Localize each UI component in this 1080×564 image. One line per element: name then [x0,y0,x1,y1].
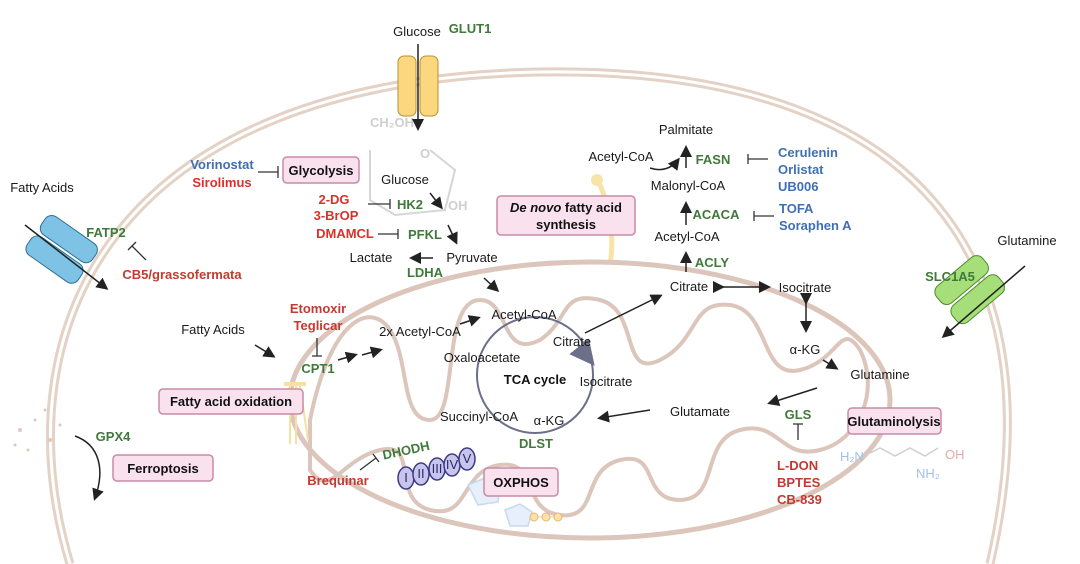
complex-II-icon [412,462,430,486]
complex-label: IV [446,457,459,472]
slc1a5-label: SLC1A5 [925,269,975,284]
oxphos-box [483,467,559,497]
sugar-o: O [420,146,430,161]
orlistat-inhibitor: Orlistat [778,162,824,177]
fatp2-label: FATP2 [86,225,126,240]
ub006-inhibitor: UB006 [778,179,818,194]
complex-label: V [463,451,472,466]
glycolysis-box [282,156,360,184]
ferroptosis-box [112,454,214,482]
nh2-label: NH₂ [916,466,940,481]
bptes-inhibitor: BPTES [777,475,821,490]
gls-label: GLS [785,407,812,422]
citrate-cytosol-label: Citrate [670,279,708,294]
complex-label: I [404,470,408,485]
2dg-inhibitor: 2-DG [318,192,349,207]
acly-label: ACLY [695,255,730,270]
acetyl-coa-mito-label: Acetyl-CoA [491,307,556,322]
hk2-label: HK2 [397,197,423,212]
glucose-structure [369,149,457,217]
sirolimus-inhibitor: Sirolimus [192,175,251,190]
de-novo-label-line2: synthesis [536,217,596,232]
glutamine-cytosol-label: Glutamine [850,367,909,382]
acetyl-coa-fasn-label: Acetyl-CoA [588,149,653,164]
tofa-inhibitor: TOFA [779,201,814,216]
teglicar-inhibitor: Teglicar [294,318,343,333]
two-acetyl-coa-label: 2x Acetyl-CoA [379,324,461,339]
isocitrate-mito-label: Isocitrate [580,374,633,389]
tca-cycle-circle [476,316,594,434]
fatty-acids-inside: Fatty Acids [181,322,245,337]
malonyl-coa-label: Malonyl-CoA [651,178,726,193]
tca-cycle-label: TCA cycle [504,372,566,387]
akg-mito-label: α-KG [534,413,565,428]
cristae [308,296,870,518]
de-novo-label-line1: De novo fatty acid [510,200,622,215]
glutaminolysis-box [847,407,942,435]
pyruvate-label: Pyruvate [446,250,497,265]
gpx4-label: GPX4 [96,429,131,444]
complex-label: II [417,466,424,481]
soraphen-a-inhibitor: Soraphen A [779,218,852,233]
sugar-ch2oh: CH₂OH [370,115,414,130]
complex-label: III [432,461,443,476]
citrate-mito-label: Citrate [553,334,591,349]
akg-cytosol-label: α-KG [790,342,821,357]
sugar-oh: OH [448,198,468,213]
de-novo-fatty-acid-synthesis-box [496,195,636,236]
glycolysis-label: Glycolysis [288,163,353,178]
glucose-inside: Glucose [381,172,429,187]
fasn-label: FASN [696,152,731,167]
glut1-transporter-icon [397,55,417,117]
glutamate-label: Glutamate [670,404,730,419]
palmitate-label: Palmitate [659,122,713,137]
acetyl-coa-label: Acetyl-CoA [654,229,719,244]
cerulenin-inhibitor: Cerulenin [778,145,838,160]
ruptured-membrane-icon [13,408,62,452]
isocitrate-cytosol-label: Isocitrate [779,280,832,295]
h2n-label: H₂N [840,449,864,464]
fatty-acid-oxidation-box [158,388,304,415]
3brop-inhibitor: 3-BrOP [314,208,359,223]
vorinostat-inhibitor: Vorinostat [190,157,254,172]
cb-839-inhibitor: CB-839 [777,492,822,507]
oh-label: OH [945,447,965,462]
glutamine-structure [865,447,939,457]
l-don-inhibitor: L-DON [777,458,818,473]
glutaminolysis-label: Glutaminolysis [847,414,940,429]
dmamcl-inhibitor: DMAMCL [316,226,374,241]
brequinar-inhibitor: Brequinar [307,473,368,488]
glutamine-outside: Glutamine [997,233,1056,248]
oxaloacetate-label: Oxaloacetate [444,350,521,365]
lactate-label: Lactate [350,250,393,265]
pfkl-label: PFKL [408,227,442,242]
etomoxir-inhibitor: Etomoxir [290,301,346,316]
oxphos-label: OXPHOS [493,475,549,490]
cpt1-label: CPT1 [301,361,334,376]
glucose-outside: Glucose [393,24,441,39]
cb5-grassofermata-inhibitor: CB5/grassofermata [122,267,242,282]
slc1a5-transporter-icon [934,255,1005,325]
ldha-label: LDHA [407,265,444,280]
succinyl-coa-label: Succinyl-CoA [440,409,518,424]
phosphate-chain [529,512,563,522]
ferroptosis-label: Ferroptosis [127,461,199,476]
fatty-acids-outside: Fatty Acids [10,180,74,195]
glut1-label: GLUT1 [449,21,492,36]
fatp2-transporter-icon [25,214,98,284]
fatty-acid-oxidation-label: Fatty acid oxidation [170,394,292,409]
dlst-label: DLST [519,436,553,451]
acaca-label: ACACA [693,207,741,222]
complex-V-icon [458,447,476,471]
